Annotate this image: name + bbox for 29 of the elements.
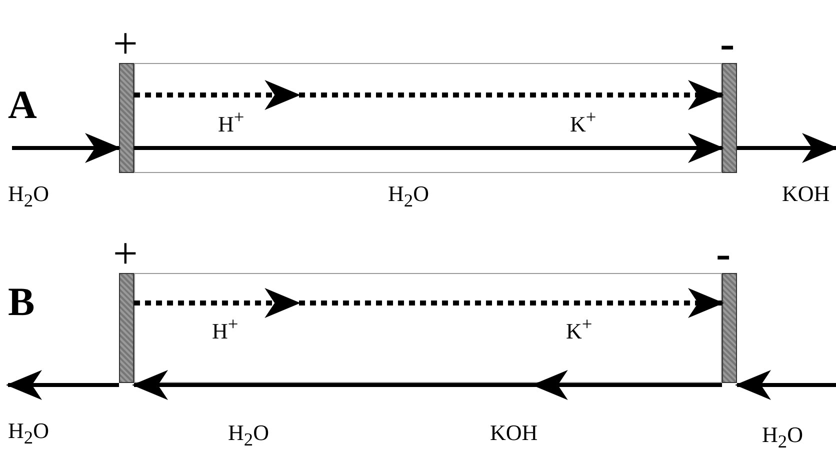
flow-arrow <box>134 80 724 110</box>
flow-arrow <box>6 370 119 400</box>
flow-arrow <box>134 288 724 318</box>
flow-label: KOH <box>782 183 830 205</box>
flow-label: H$_{2}$O <box>228 422 269 449</box>
polarity-sign: - <box>720 22 735 66</box>
polarity-sign: + <box>113 232 138 276</box>
flow-label: H$_{2}$O <box>8 420 49 447</box>
flow-arrow <box>737 133 836 163</box>
ion-label: K$^{+}$ <box>566 315 592 342</box>
ion-label: K$^{+}$ <box>570 108 596 136</box>
flow-label: H$_{2}$O <box>8 183 49 210</box>
flow-label: H$_{2}$O <box>762 424 803 451</box>
electrode-bar <box>119 63 134 173</box>
ion-label: H$^{+}$ <box>212 315 238 342</box>
electrode-bar <box>119 273 134 383</box>
polarity-sign: + <box>113 22 138 66</box>
flow-label: KOH <box>490 422 538 444</box>
flow-arrow <box>12 133 121 163</box>
flow-arrow <box>132 370 724 400</box>
electrode-bar <box>722 63 737 173</box>
flow-label: H$_{2}$O <box>388 183 429 210</box>
ion-label: H$^{+}$ <box>218 108 244 136</box>
polarity-sign: - <box>716 232 731 276</box>
panel-label: B <box>8 282 35 322</box>
panel-label: A <box>8 85 37 125</box>
electrode-bar <box>722 273 737 383</box>
flow-arrow <box>735 370 836 400</box>
flow-arrow <box>134 133 724 163</box>
